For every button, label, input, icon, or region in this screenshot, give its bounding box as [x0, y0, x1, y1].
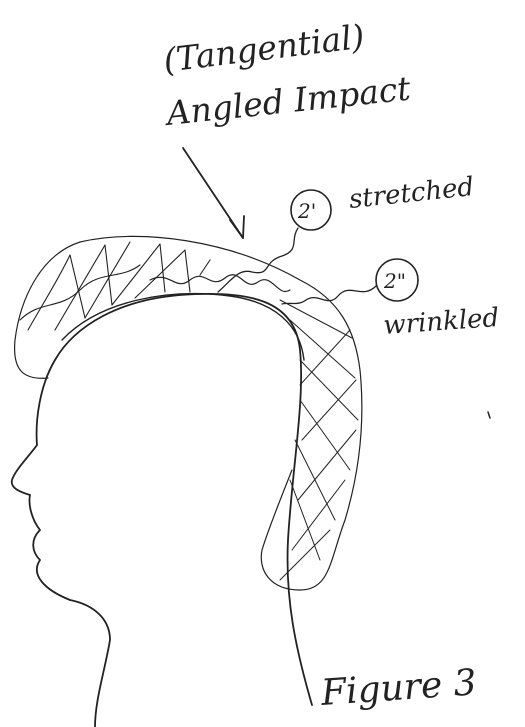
annotation-line-1: (Tangential): [161, 17, 366, 80]
annotation-line-2: Angled Impact: [162, 69, 413, 134]
wrinkled-band: [150, 275, 290, 292]
crosshatch-front: [20, 242, 210, 330]
impact-arrow: [183, 148, 244, 238]
stray-mark: [488, 412, 490, 418]
crosshatch-rear: [280, 300, 358, 580]
callout-id-2-double-prime: 2": [383, 269, 406, 293]
callout-label-wrinkled: wrinkled: [382, 303, 500, 341]
callout-id-2-prime: 2': [297, 199, 316, 223]
leader-line-wrinkled: [282, 286, 376, 304]
callout-stretched: 2' stretched: [218, 172, 475, 292]
callout-wrinkled: 2" wrinkled: [282, 259, 500, 341]
callout-label-stretched: stretched: [348, 172, 476, 215]
head-profile-outline: [12, 294, 312, 727]
figure-caption: Figure 3: [319, 662, 478, 714]
